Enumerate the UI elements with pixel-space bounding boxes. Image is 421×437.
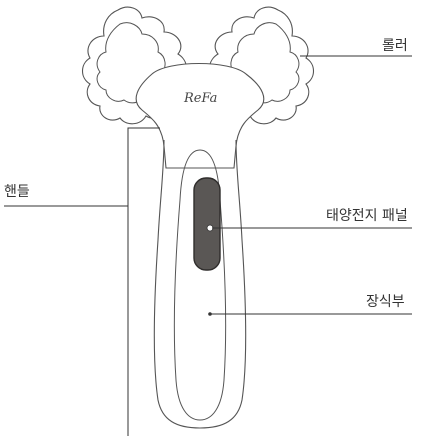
brand-logo: ReFa xyxy=(183,91,217,106)
left-roller-outline xyxy=(81,6,188,125)
roller-label: 롤러 xyxy=(382,38,408,54)
solar-panel-label: 태양전지 패널 xyxy=(326,208,408,224)
device-handle-outer xyxy=(153,139,247,429)
handle-leader-line xyxy=(127,127,160,436)
solar-panel xyxy=(193,177,221,271)
handle-label: 핸들 xyxy=(4,184,30,200)
device-head xyxy=(135,63,265,169)
device-handle-inner xyxy=(173,149,227,421)
decoration-label: 장식부 xyxy=(366,294,405,310)
